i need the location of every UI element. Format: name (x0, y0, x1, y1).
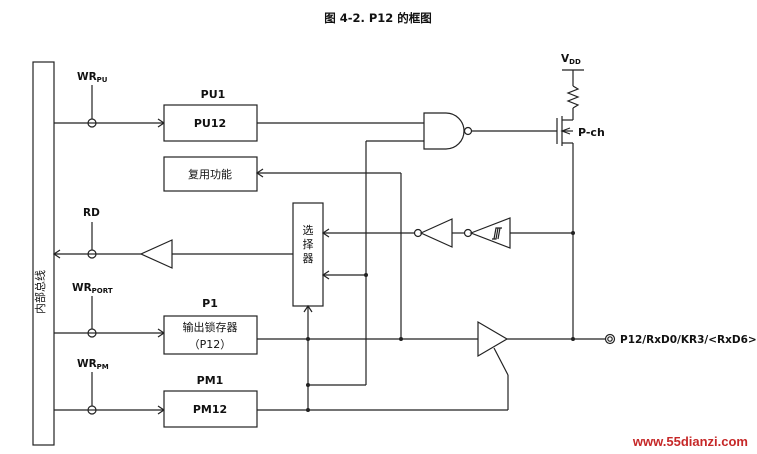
diagram-title: 图 4-2. P12 的框图 (324, 11, 432, 25)
nand-bubble (463, 126, 473, 136)
junction-output (571, 337, 575, 341)
pm1-title: PM1 (197, 374, 224, 387)
pu12-label: PU12 (194, 117, 226, 130)
schmitt-buffer (469, 217, 511, 249)
watermark: www.55dianzi.com (632, 434, 748, 449)
pin-label: P12/RxD0/KR3/<RxD6> (620, 334, 757, 346)
wrpu-label: WRPU (77, 71, 108, 84)
pm12-label: PM12 (193, 403, 227, 416)
rd-label: RD (83, 207, 100, 219)
wrpm-label: WRPM (77, 358, 109, 371)
pullup-resistor (566, 85, 580, 109)
latch-label-1: 输出锁存器 (183, 320, 238, 334)
vdd-label: VDD (561, 53, 581, 66)
wrport-label: WRPORT (72, 282, 113, 295)
nand-gate (423, 112, 465, 150)
internal-bus-label: 内部总线 (33, 270, 47, 314)
pu12-register (163, 104, 258, 142)
selector-label: 选择器 (303, 224, 314, 265)
output-latch (163, 315, 258, 355)
junction-input (571, 231, 575, 235)
alt-function-block (163, 156, 258, 192)
inverter (419, 218, 453, 248)
alt-function-label: 复用功能 (188, 167, 232, 181)
pm12-register (163, 390, 258, 428)
pch-label: P-ch (578, 126, 605, 139)
pu1-title: PU1 (201, 88, 226, 101)
rd-buffer (139, 239, 173, 269)
latch-label-2: （P12） (189, 338, 232, 351)
p1-title: P1 (202, 297, 218, 310)
output-buffer (477, 320, 509, 358)
internal-bus (32, 61, 55, 446)
schmitt-icon (492, 227, 502, 240)
